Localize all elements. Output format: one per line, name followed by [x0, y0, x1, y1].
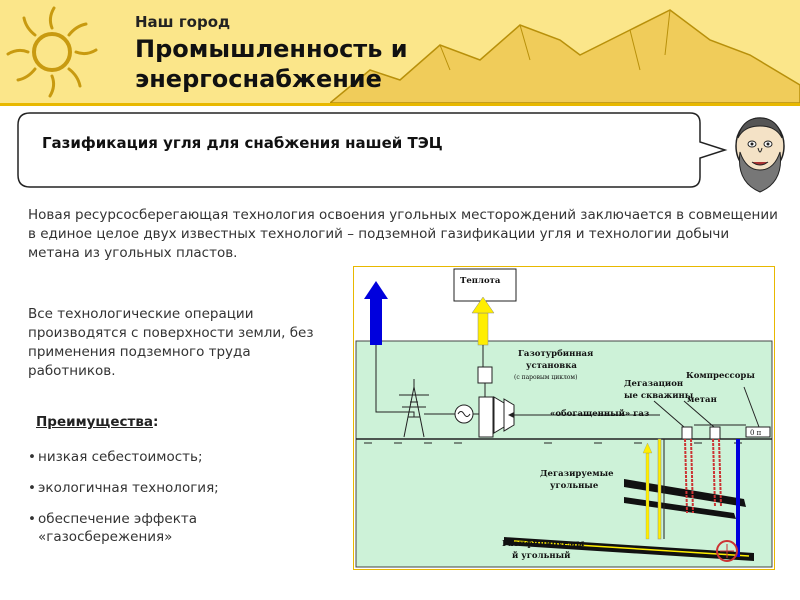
label-enriched-gas: «обогащенный» газ — [550, 409, 650, 419]
header-divider — [0, 103, 800, 106]
gasification-diagram: Теплота Газотурбинная установка (с паров… — [353, 266, 775, 570]
sun-icon — [6, 6, 98, 98]
label-counter: 0 п — [750, 429, 762, 437]
list-item: экологичная технология; — [28, 479, 238, 497]
intro-paragraph: Новая ресурсосберегающая технология осво… — [28, 207, 778, 261]
label-degas-seams: Дегазируемые — [540, 469, 614, 479]
label-gasified: Газифицируемы — [502, 539, 585, 549]
label-gasified-2: й угольный — [512, 551, 571, 561]
label-gas-turbine: Газотурбинная — [518, 349, 594, 359]
header-section: Наш город — [135, 13, 231, 31]
bubble-text: Газификация угля для снабжения нашей ТЭЦ — [42, 134, 443, 152]
label-degas-wells-2: ые скважины — [624, 391, 694, 401]
advantages-title: Преимущества — [36, 414, 153, 430]
label-gas-turbine-2: установка — [526, 361, 577, 371]
face-icon — [735, 117, 785, 193]
operations-paragraph: Все технологические операции производятс… — [28, 306, 314, 379]
advantages-heading: Преимущества: — [36, 414, 159, 430]
header-banner: Наш город Промышленность и энергоснабжен… — [0, 0, 800, 103]
diagram-graphic — [355, 268, 773, 568]
list-item: низкая себестоимость; — [28, 448, 238, 466]
label-compressor: Компрессоры — [686, 371, 755, 381]
label-methane: метан — [687, 395, 717, 405]
label-degas-seams-2: угольные — [550, 481, 599, 491]
advantages-list: низкая себестоимость; экологичная технол… — [28, 448, 238, 559]
label-gas-turbine-3: (с паровым циклом) — [514, 374, 578, 381]
label-degas-wells: Дегазацион — [624, 379, 684, 389]
list-item: обеспечение эффекта «газосбережения» — [28, 510, 238, 546]
page-title: Промышленность и энергоснабжение — [135, 35, 408, 93]
mountains-icon — [330, 9, 800, 103]
label-heat: Теплота — [460, 276, 501, 286]
